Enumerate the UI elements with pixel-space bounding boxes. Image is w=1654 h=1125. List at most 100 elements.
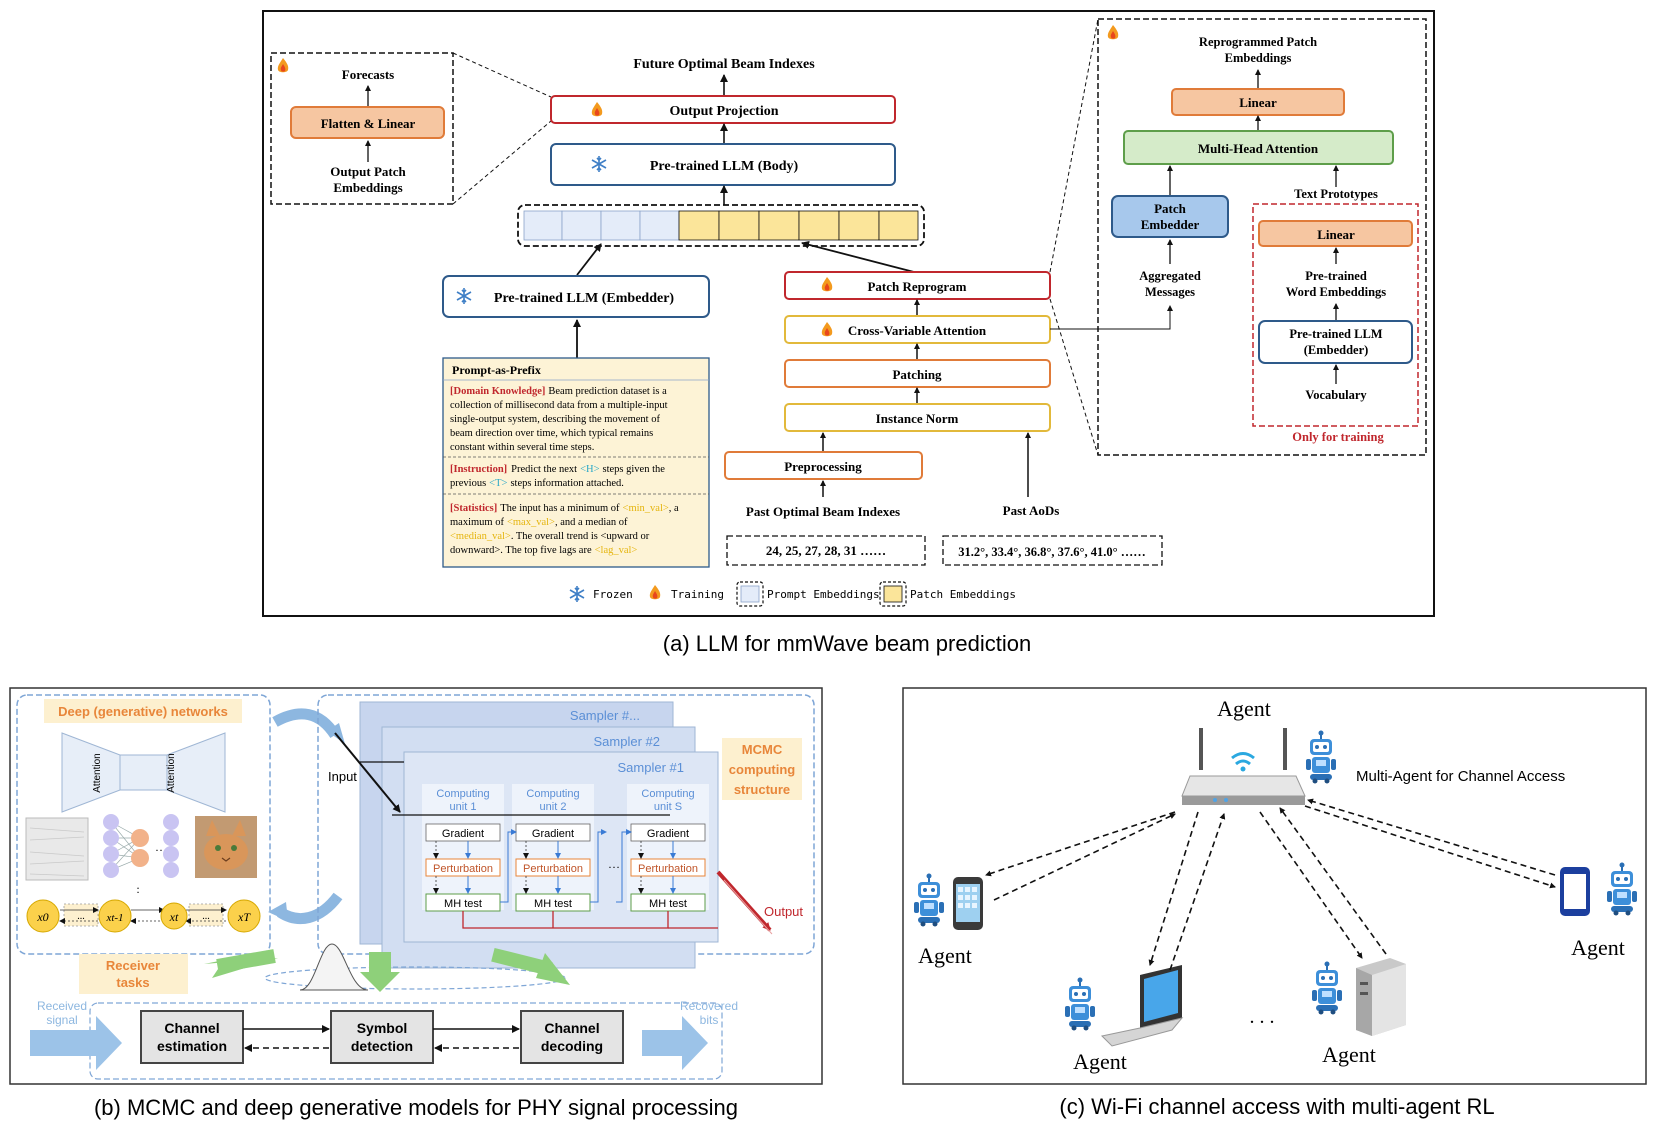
multi-agent-label: Multi-Agent for Channel Access <box>1356 768 1565 785</box>
received-signal-label-2: signal <box>46 1013 77 1027</box>
training-flame-icon <box>277 58 289 73</box>
flow-arrow-bottom <box>276 892 343 925</box>
training-only-frame <box>1252 203 1419 427</box>
linear-inner-label: Linear <box>1317 227 1355 242</box>
aggregated-label: Aggregated <box>1139 269 1201 283</box>
agent-left-label: Agent <box>918 943 972 968</box>
output-label: Output <box>764 904 803 919</box>
prompt-dk-line: collection of millisecond data from a mu… <box>450 400 668 411</box>
flatten-linear-label: Flatten & Linear <box>321 116 416 131</box>
past-aods-label: Past AoDs <box>1003 503 1060 518</box>
mh-test-label: MH test <box>444 898 482 910</box>
llm-embedder-inner-label-2: (Embedder) <box>1304 343 1369 357</box>
gradient-label: Gradient <box>647 828 689 840</box>
received-signal-label: Received <box>37 999 87 1013</box>
neural-network: … <box>103 814 179 878</box>
output-arrow <box>716 870 772 932</box>
panel-b-frame <box>9 687 823 1085</box>
multi-head-attention-box <box>1123 130 1394 165</box>
patch-embedder-box <box>1111 195 1229 238</box>
channel-links <box>985 798 1556 971</box>
cross-variable-attention-label: Cross-Variable Attention <box>848 323 987 338</box>
linear-inner-box <box>1258 220 1413 247</box>
recovered-bits-label-2: bits <box>700 1013 719 1027</box>
more-agents-dots: . . . <box>1250 1006 1275 1028</box>
patch-reprogram-label: Patch Reprogram <box>867 279 966 294</box>
past-beam-label: Past Optimal Beam Indexes <box>746 504 900 519</box>
preprocessing-label: Preprocessing <box>784 459 862 474</box>
forecasts-label: Forecasts <box>342 67 394 82</box>
legend-patch-embeddings: Patch Embeddings <box>910 588 1016 601</box>
frozen-snowflake-icon <box>569 585 585 603</box>
caption-a: (a) LLM for mmWave beam prediction <box>663 631 1031 656</box>
aod-values: 31.2°, 33.4°, 36.8°, 37.6°, 41.0° …… <box>958 545 1146 559</box>
svg-text:…: … <box>608 857 620 871</box>
gradient-label: Gradient <box>442 828 484 840</box>
prompt-statistics-4: downward>. The top five lags are<lag_val… <box>450 545 637 556</box>
gradient-label: Gradient <box>532 828 574 840</box>
future-beam-label: Future Optimal Beam Indexes <box>633 57 815 72</box>
prompt-embedding-swatch <box>740 585 760 603</box>
channel-decoding-box <box>520 1010 624 1064</box>
robot-agent-icon <box>1305 729 1337 785</box>
sampler-2-label: Sampler #2 <box>594 734 660 749</box>
svg-text:...: ... <box>77 911 85 922</box>
prompt-embedding-cells <box>523 210 680 241</box>
channel-decoding-label-2: decoding <box>541 1038 603 1054</box>
agent-laptop-label: Agent <box>1073 1049 1127 1074</box>
cat-image <box>195 816 257 878</box>
mcmc-label: MCMC <box>742 742 783 757</box>
linear-top-label: Linear <box>1239 95 1277 110</box>
llm-embedder-box <box>442 275 710 318</box>
wifi-router <box>1181 728 1306 805</box>
instance-norm-box <box>784 403 1051 432</box>
receiver-tasks-bg <box>79 954 188 994</box>
prompt-title: Prompt-as-Prefix <box>452 363 541 377</box>
robot-agent-icon <box>1606 861 1638 917</box>
prompt-as-prefix-box <box>442 357 710 568</box>
prompt-domain-knowledge: [Domain Knowledge]Beam prediction datase… <box>450 386 667 397</box>
channel-estimation-label: Channel <box>164 1020 219 1036</box>
x-node-label: xT <box>237 910 251 924</box>
laptop-icon <box>1100 965 1184 1047</box>
unit-label: unit S <box>654 801 682 813</box>
svg-text:...: ... <box>202 911 210 922</box>
training-flame-icon <box>649 585 661 600</box>
right-inset-frame <box>1097 18 1427 456</box>
x-node-label: x0 <box>36 910 48 924</box>
symbol-detection-label-2: detection <box>351 1038 413 1054</box>
unit-label: Computing <box>641 788 694 800</box>
aod-values-box <box>942 535 1163 566</box>
mh-test-label: MH test <box>649 898 687 910</box>
noise-image <box>25 817 89 881</box>
encoder-shape <box>61 732 121 813</box>
server-icon <box>1356 958 1406 1036</box>
patch-embedding-cells <box>678 210 919 241</box>
unit-label: Computing <box>526 788 579 800</box>
training-flame-icon <box>1107 25 1119 40</box>
llm-embedder-inner-label: Pre-trained LLM <box>1289 327 1382 341</box>
perturbation-label: Perturbation <box>433 863 493 875</box>
svg-text::: : <box>136 882 139 896</box>
aggregated-label-2: Messages <box>1145 285 1195 299</box>
x-node <box>98 899 132 933</box>
computing-units: Computing unit 1 Computing unit 2 Comput… <box>392 784 718 929</box>
mcmc-label-3: structure <box>734 782 790 797</box>
beam-values: 24, 25, 27, 28, 31 …… <box>766 543 886 558</box>
instance-norm-label: Instance Norm <box>876 411 959 426</box>
prompt-instruction-2: previous<T>steps information attached. <box>450 478 624 489</box>
green-arrow-center <box>369 952 391 974</box>
agent-top-label: Agent <box>1217 696 1271 721</box>
green-arrow-right <box>491 947 553 977</box>
receiver-ellipse <box>264 966 566 990</box>
reprogrammed-label: Reprogrammed Patch <box>1199 35 1317 49</box>
prompt-dk-line: single-output system, describing the mov… <box>450 414 660 425</box>
reprogrammed-label-2: Embeddings <box>1225 51 1292 65</box>
prompt-statistics-2: maximum of<max_val>, and a median of <box>450 517 628 528</box>
caption-b: (b) MCMC and deep generative models for … <box>94 1095 738 1120</box>
word-embeddings-label-2: Word Embeddings <box>1286 285 1387 299</box>
agent-server-label: Agent <box>1322 1042 1376 1067</box>
perturbation-label: Perturbation <box>523 863 583 875</box>
patch-embedding-swatch <box>883 585 903 603</box>
